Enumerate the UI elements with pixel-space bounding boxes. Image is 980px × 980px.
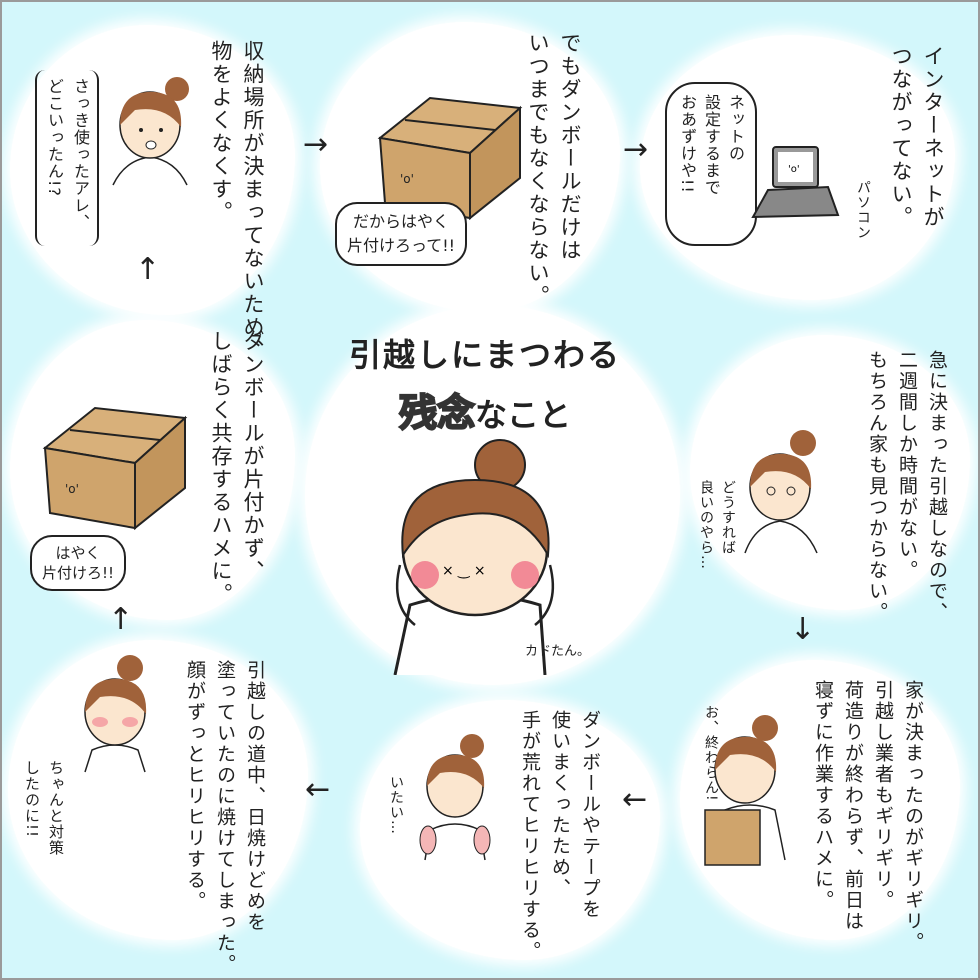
title-rest: なこと xyxy=(475,396,572,434)
box-speech-bubble: だからはやく 片付けろって!! xyxy=(335,202,468,266)
girl-sore-hands-illustration xyxy=(419,734,491,861)
panel-text: ダンボールやテープを 使いまくったため、 手が荒れてヒリヒリする。 xyxy=(515,710,605,962)
laptop-speech-bubble: ネットの 設定するまで おあずけや!! xyxy=(665,82,757,246)
svg-text:'o': 'o' xyxy=(788,164,800,175)
title-line-1: 引越しにまつわる xyxy=(348,336,621,374)
text-line: でもダンボールだけは xyxy=(558,32,582,262)
speech-line: どこいったん!? xyxy=(45,78,64,197)
girl-crying-illustration xyxy=(84,655,147,773)
panel-text: でもダンボールだけは いつまでもなくならない。 xyxy=(522,32,586,308)
speech-line: ちゃんと対策 xyxy=(47,760,65,856)
text-line: 手が荒れてヒリヒリする。 xyxy=(519,710,541,962)
text-line: 収納場所が決まってないため、 xyxy=(241,40,265,362)
text-line: 急に決まった引越しなので、 xyxy=(926,350,948,623)
text-line: インターネットが xyxy=(921,45,945,229)
panel-text: 急に決まった引越しなので、 二週間しか時間がない。 もちろん家も見つからない。 xyxy=(862,350,952,623)
laptop-label: パソコン xyxy=(855,180,871,240)
text-line: いつまでもなくならない。 xyxy=(526,32,550,308)
panel-rough-hands-bg xyxy=(360,700,660,960)
speech-text: いたい… xyxy=(388,775,404,835)
speech-line: はやく xyxy=(55,544,101,562)
speech-line: 設定するまで xyxy=(702,94,721,196)
speech-line: どうすれば xyxy=(720,480,736,555)
text-line: ダンボールが片付かず、 xyxy=(241,330,265,583)
main-character-illustration: × ‿ × xyxy=(393,439,555,675)
text-line: もちろん家も見つからない。 xyxy=(866,350,888,623)
panel-text: 引越しの道中、日焼けどめを 塗っていたのに焼けてしまった。 顔がずっとヒリヒリす… xyxy=(180,660,270,975)
arrow-left-icon: ← xyxy=(305,772,331,807)
girl-carrying-box-illustration xyxy=(704,715,786,866)
speech-text: どうすれば 良いのやら… xyxy=(695,480,739,570)
girl-worried-illustration xyxy=(112,77,189,186)
page-title: 引越しにまつわる 残念なこと xyxy=(340,330,630,437)
text-line: 塗っていたのに焼けてしまった。 xyxy=(214,660,236,975)
arrow-up-icon: ↑ xyxy=(108,602,134,637)
panel-sunburn-bg xyxy=(8,640,308,940)
panel-text: 収納場所が決まってないため、 物をよくなくす。 xyxy=(205,40,269,362)
text-line: しばらく共存するハメに。 xyxy=(209,330,233,606)
title-highlight: 残念 xyxy=(398,390,476,436)
speech-line: したのに!! xyxy=(23,760,41,839)
speech-bubble: さっき使ったアレ、 どこいったん!? xyxy=(35,70,99,246)
text-line: 二週間しか時間がない。 xyxy=(896,350,918,581)
girl-confused-illustration xyxy=(744,430,818,554)
cardboard-box-illustration: 'o' xyxy=(42,406,188,531)
panel-text: ダンボールが片付かず、 しばらく共存するハメに。 xyxy=(205,330,269,606)
panel-last-minute-bg xyxy=(680,660,960,940)
text-line: 使いまくったため、 xyxy=(549,710,571,899)
text-line: 引越し業者もギリギリ。 xyxy=(872,680,894,911)
text-line: ダンボールやテープを xyxy=(579,710,601,920)
speech-line: ネットの xyxy=(726,94,745,162)
text-line: 顔がずっとヒリヒリする。 xyxy=(184,660,206,912)
character-name-label: カドたん。 xyxy=(525,644,591,659)
panel-text: 家が決まったのがギリギリ。 引越し業者もギリギリ。 荷造りが終わらず、前日は 寝… xyxy=(808,680,928,953)
speech-text: ちゃんと対策 したのに!! xyxy=(20,760,68,856)
svg-text:× ‿ ×: × ‿ × xyxy=(442,563,486,579)
box-speech-bubble: はやく 片付けろ!! xyxy=(30,535,127,591)
text-line: 引越しの道中、日焼けどめを xyxy=(244,660,266,933)
panel-text: インターネットが つながってない。 xyxy=(885,45,949,229)
text-line: 寝ずに作業するハメに。 xyxy=(812,680,834,911)
title-line-2: 残念なこと xyxy=(340,382,630,437)
text-line: つながってない。 xyxy=(889,45,913,229)
arrow-down-icon: ↓ xyxy=(790,612,816,647)
speech-line: 片付けろ!! xyxy=(42,564,115,582)
cardboard-box-illustration: 'o' xyxy=(377,96,523,221)
svg-text:'o': 'o' xyxy=(400,172,414,186)
text-line: 物をよくなくす。 xyxy=(209,40,233,224)
panel-sudden-move-bg xyxy=(690,335,970,610)
arrow-right-icon: → xyxy=(303,127,329,162)
speech-line: 良いのやら… xyxy=(698,480,714,570)
laptop-icon: 'o' xyxy=(751,146,840,219)
speech-line: 片付けろって!! xyxy=(347,236,456,255)
arrow-right-icon: → xyxy=(623,132,649,167)
text-line: 家が決まったのがギリギリ。 xyxy=(902,680,924,953)
arrow-left-icon: ← xyxy=(622,782,648,817)
text-line: 荷造りが終わらず、前日は xyxy=(842,680,864,932)
speech-line: さっき使ったアレ、 xyxy=(71,78,90,231)
speech-line: おあずけや!! xyxy=(678,94,697,194)
arrow-up-icon: ↑ xyxy=(135,252,161,287)
svg-text:'o': 'o' xyxy=(65,482,79,496)
speech-line: だからはやく xyxy=(353,212,450,231)
